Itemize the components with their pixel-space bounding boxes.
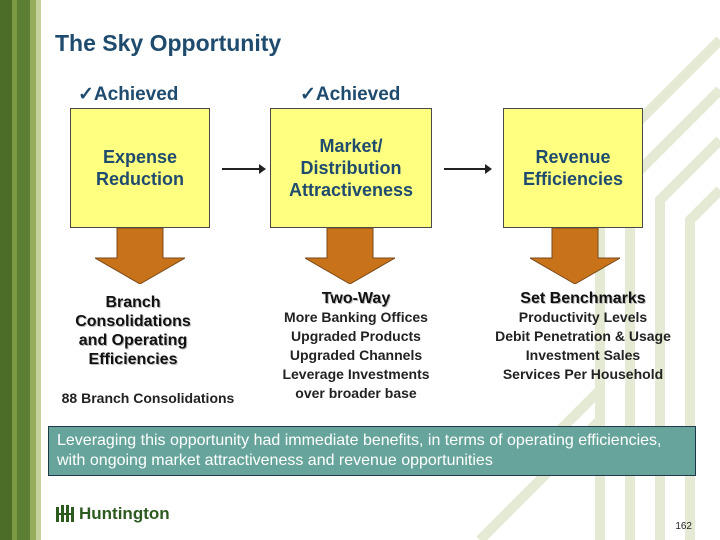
list-item: More Banking Offices (284, 309, 428, 325)
box-market-distribution: Market/ Distribution Attractiveness (270, 108, 432, 228)
list-item: Productivity Levels (518, 309, 648, 325)
achieved-label-1: ✓Achieved (78, 84, 179, 105)
list-item: Services Per Household (502, 366, 664, 382)
callout-box: Leveraging this opportunity had immediat… (48, 426, 696, 476)
branch-note: 88 Branch Consolidations (61, 390, 235, 406)
logo-mark-icon (56, 505, 74, 522)
left-stripe (0, 0, 12, 540)
column-items: More Banking Offices Upgraded Products U… (268, 308, 444, 403)
left-stripe (12, 0, 17, 540)
left-stripe (30, 0, 36, 540)
column-heading: Two-Way (321, 290, 391, 307)
achieved-label-2: ✓Achieved (300, 84, 401, 105)
checkmark-icon: ✓ (78, 84, 94, 105)
list-item: Leverage Investments (282, 366, 430, 382)
page-title: The Sky Opportunity (55, 30, 282, 56)
huntington-logo: Huntington (55, 504, 170, 524)
column-items: Productivity Levels Debit Penetration & … (478, 308, 688, 384)
box-revenue-efficiencies: Revenue Efficiencies (503, 108, 643, 228)
list-item: Upgraded Channels (289, 347, 423, 363)
down-arrow-icon (305, 228, 395, 284)
column-expense: Branch Consolidations and Operating Effi… (48, 293, 218, 369)
column-heading: Set Benchmarks (520, 290, 646, 307)
list-item: Investment Sales (525, 347, 641, 363)
left-stripe (17, 0, 30, 540)
list-item: Debit Penetration & Usage (495, 328, 671, 344)
list-item: over broader base (295, 385, 417, 401)
column-revenue: Set Benchmarks Productivity Levels Debit… (478, 289, 688, 384)
logo-text: Huntington (79, 504, 170, 523)
box-expense-reduction: Expense Reduction (70, 108, 210, 228)
down-arrow-icon (95, 228, 185, 284)
left-stripe (36, 0, 41, 540)
column-heading: Branch Consolidations and Operating Effi… (75, 294, 191, 368)
checkmark-icon: ✓ (300, 84, 316, 105)
right-arrow-icon (222, 164, 266, 174)
page-number: 162 (675, 521, 692, 532)
column-market: Two-Way More Banking Offices Upgraded Pr… (268, 289, 444, 403)
list-item: Upgraded Products (291, 328, 421, 344)
right-arrow-icon (444, 164, 492, 174)
down-arrow-icon (530, 228, 620, 284)
